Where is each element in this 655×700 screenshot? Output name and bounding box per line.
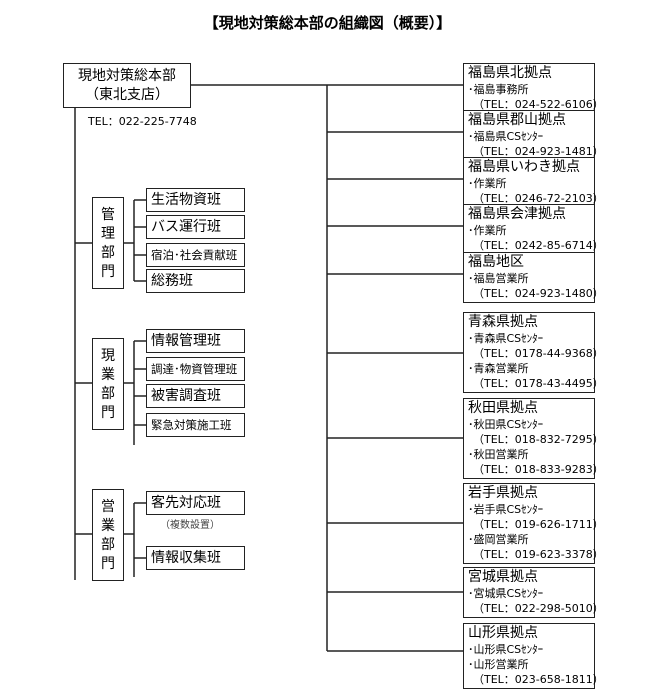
- site-name: 福島地区: [468, 254, 524, 270]
- hq-tel: TEL：022-225-7748: [88, 115, 197, 128]
- site-name: 秋田県拠点: [468, 400, 538, 416]
- team-box: 情報収集班: [146, 546, 245, 570]
- site-office: ･山形県CSｾﾝﾀｰ: [468, 643, 544, 656]
- site-name: 青森県拠点: [468, 314, 538, 330]
- site-tel: （TEL：0178-43-4495）: [473, 377, 604, 390]
- team-box: 調達･物資管理班: [146, 357, 245, 381]
- site-office: ･盛岡営業所: [468, 533, 529, 546]
- site-box: 福島地区 ･福島営業所 （TEL：024-923-1480）: [463, 252, 604, 303]
- site-name: 福島県会津拠点: [468, 206, 566, 222]
- site-name: 福島県北拠点: [468, 65, 552, 81]
- site-tel: （TEL：019-623-3378）: [473, 548, 604, 561]
- page-title: 【現地対策総本部の組織図（概要）】: [203, 14, 452, 32]
- site-office: ･岩手県CSｾﾝﾀｰ: [468, 503, 544, 516]
- site-office: ･青森営業所: [468, 362, 529, 375]
- site-tel: （TEL：018-833-9283）: [473, 463, 604, 476]
- hq-name: 現地対策総本部: [78, 68, 176, 84]
- site-name: 福島県いわき拠点: [468, 159, 580, 175]
- site-tel: （TEL：0242-85-6714）: [473, 239, 604, 252]
- site-name: 宮城県拠点: [468, 569, 538, 585]
- dept-label: 管理部門: [101, 207, 115, 280]
- site-box: 福島県郡山拠点 ･福島県CSｾﾝﾀｰ （TEL：024-923-1481）: [463, 110, 604, 161]
- site-tel: （TEL：019-626-1711）: [473, 518, 604, 531]
- team-box: バス運行班: [146, 215, 245, 239]
- site-tel: （TEL：024-923-1481）: [473, 145, 604, 158]
- team-box: 客先対応班: [146, 491, 245, 515]
- site-tel: （TEL：024-923-1480）: [473, 287, 604, 300]
- site-office: ･山形営業所: [468, 658, 529, 671]
- hq-box: 現地対策総本部 （東北支店）: [63, 63, 191, 108]
- hq-branch: （東北支店）: [85, 87, 169, 103]
- site-box: 青森県拠点 ･青森県CSｾﾝﾀｰ （TEL：0178-44-9368） ･青森営業所 （…: [463, 312, 604, 393]
- dept-genba: 現業部門: [92, 338, 124, 430]
- site-name: 山形県拠点: [468, 625, 538, 641]
- site-tel: （TEL：018-832-7295）: [473, 433, 604, 446]
- site-tel: （TEL：023-658-1811）: [473, 673, 604, 686]
- team-note: （複数設置）: [160, 520, 220, 531]
- site-tel: （TEL：0246-72-2103）: [473, 192, 604, 205]
- site-box: 福島県北拠点 ･福島事務所 （TEL：024-522-6106）: [463, 63, 604, 114]
- site-office: ･青森県CSｾﾝﾀｰ: [468, 332, 544, 345]
- team-box: 情報管理班: [146, 329, 245, 353]
- site-box: 宮城県拠点 ･宮城県CSｾﾝﾀｰ （TEL：022-298-5010）: [463, 567, 604, 618]
- dept-label: 現業部門: [101, 348, 115, 421]
- site-office: ･福島事務所: [468, 83, 529, 96]
- team-box: 宿泊･社会貢献班: [146, 243, 245, 267]
- site-box: 福島県いわき拠点 ･作業所 （TEL：0246-72-2103）: [463, 157, 604, 208]
- dept-kanri: 管理部門: [92, 197, 124, 289]
- team-box: 被害調査班: [146, 384, 245, 408]
- site-name: 福島県郡山拠点: [468, 112, 566, 128]
- site-box: 福島県会津拠点 ･作業所 （TEL：0242-85-6714）: [463, 204, 604, 255]
- site-tel: （TEL：022-298-5010）: [473, 602, 604, 615]
- team-box: 緊急対策施工班: [146, 413, 245, 437]
- team-box: 生活物資班: [146, 188, 245, 212]
- dept-eigyo: 営業部門: [92, 489, 124, 581]
- site-box: 秋田県拠点 ･秋田県CSｾﾝﾀｰ （TEL：018-832-7295） ･秋田営業所 （…: [463, 398, 604, 479]
- site-tel: （TEL：024-522-6106）: [473, 98, 604, 111]
- site-office: ･福島県CSｾﾝﾀｰ: [468, 130, 544, 143]
- team-box: 総務班: [146, 269, 245, 293]
- site-name: 岩手県拠点: [468, 485, 538, 501]
- site-tel: （TEL：0178-44-9368）: [473, 347, 604, 360]
- site-office: ･秋田営業所: [468, 448, 529, 461]
- site-box: 山形県拠点 ･山形県CSｾﾝﾀｰ ･山形営業所 （TEL：023-658-1811）: [463, 623, 604, 689]
- site-office: ･作業所: [468, 177, 507, 190]
- dept-label: 営業部門: [101, 499, 115, 572]
- site-office: ･秋田県CSｾﾝﾀｰ: [468, 418, 544, 431]
- site-box: 岩手県拠点 ･岩手県CSｾﾝﾀｰ （TEL：019-626-1711） ･盛岡営業所 （…: [463, 483, 604, 564]
- site-office: ･宮城県CSｾﾝﾀｰ: [468, 587, 544, 600]
- site-office: ･作業所: [468, 224, 507, 237]
- site-office: ･福島営業所: [468, 272, 529, 285]
